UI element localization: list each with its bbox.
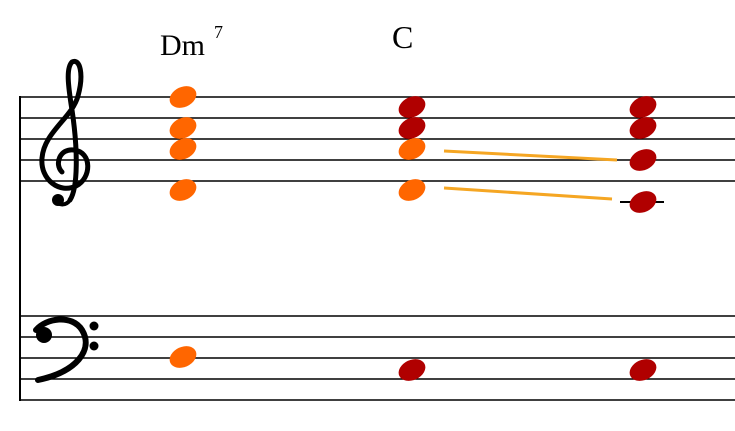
chord-symbol-c: C xyxy=(392,19,413,55)
notehead xyxy=(629,191,657,213)
bass-staff xyxy=(20,315,735,401)
notehead xyxy=(169,179,197,201)
notehead xyxy=(629,117,657,139)
chord-dm7-noteheads xyxy=(169,86,197,368)
notehead xyxy=(169,86,197,108)
voice-leading-line xyxy=(443,149,618,162)
notehead xyxy=(398,179,426,201)
notehead xyxy=(398,138,426,160)
chord-root: Dm xyxy=(160,29,205,62)
notehead xyxy=(169,346,197,368)
treble-staff xyxy=(20,96,735,182)
notehead xyxy=(629,359,657,381)
treble-clef-icon xyxy=(39,58,91,207)
voice-leading-lines xyxy=(443,149,618,201)
notehead xyxy=(629,149,657,171)
chord-extension: 7 xyxy=(214,22,223,42)
notehead xyxy=(169,138,197,160)
voice-leading-line xyxy=(443,186,613,201)
notehead xyxy=(398,359,426,381)
chord-c-noteheads xyxy=(398,96,426,381)
chord-3-noteheads xyxy=(629,96,657,381)
notehead xyxy=(169,117,197,139)
notehead xyxy=(629,96,657,118)
bass-clef-icon xyxy=(33,316,99,383)
notehead xyxy=(398,96,426,118)
notehead xyxy=(398,117,426,139)
chord-symbol-dm7: Dm 7 xyxy=(160,22,223,62)
chord-root: C xyxy=(392,19,413,55)
